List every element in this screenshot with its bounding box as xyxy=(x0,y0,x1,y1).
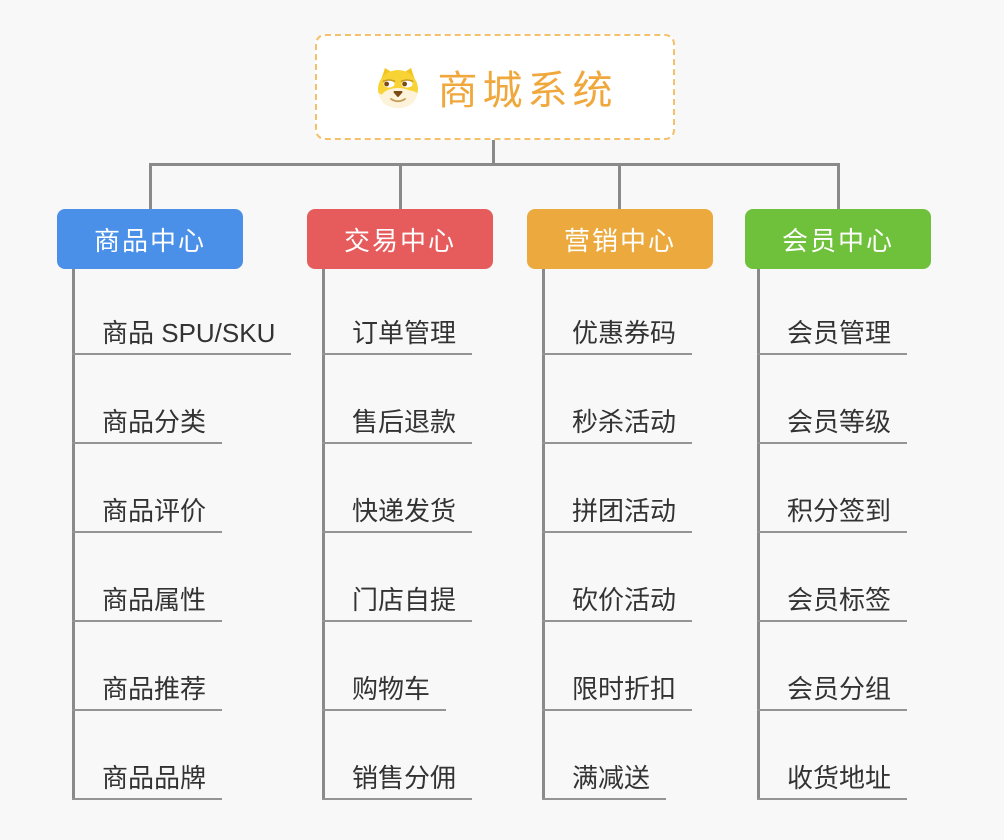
branch-node-members[interactable]: 会员中心 xyxy=(745,209,931,269)
leaf-node[interactable]: 会员管理 xyxy=(757,318,908,355)
branch-node-marketing[interactable]: 营销中心 xyxy=(527,209,713,269)
leaf-node[interactable]: 拼团活动 xyxy=(542,496,693,533)
leaf-node[interactable]: 限时折扣 xyxy=(542,674,693,711)
leaf-node[interactable]: 会员分组 xyxy=(757,674,908,711)
connector-root-stem xyxy=(492,140,495,166)
leaf-node[interactable]: 砍价活动 xyxy=(542,585,693,622)
connector-column-spine-1 xyxy=(72,269,75,800)
leaf-node[interactable]: 满减送 xyxy=(542,763,667,800)
dog-face-icon xyxy=(373,65,423,109)
leaf-node[interactable]: 收货地址 xyxy=(757,763,908,800)
connector-branch-rail xyxy=(149,163,840,166)
leaf-node[interactable]: 销售分佣 xyxy=(322,763,473,800)
leaf-node[interactable]: 商品评价 xyxy=(72,496,223,533)
connector-branch-drop-4 xyxy=(837,163,840,209)
connector-branch-drop-1 xyxy=(149,163,152,209)
leaf-node[interactable]: 快递发货 xyxy=(322,496,473,533)
connector-branch-drop-2 xyxy=(399,163,402,209)
leaf-node[interactable]: 商品分类 xyxy=(72,407,223,444)
leaf-node[interactable]: 会员等级 xyxy=(757,407,908,444)
connector-column-spine-4 xyxy=(757,269,760,800)
connector-branch-drop-3 xyxy=(618,163,621,209)
leaf-node[interactable]: 秒杀活动 xyxy=(542,407,693,444)
leaf-node[interactable]: 门店自提 xyxy=(322,585,473,622)
branch-node-trade[interactable]: 交易中心 xyxy=(307,209,493,269)
connector-column-spine-2 xyxy=(322,269,325,800)
leaf-node[interactable]: 优惠券码 xyxy=(542,318,693,355)
leaf-node[interactable]: 商品品牌 xyxy=(72,763,223,800)
leaf-node[interactable]: 商品 SPU/SKU xyxy=(72,318,292,355)
branch-node-products[interactable]: 商品中心 xyxy=(57,209,243,269)
root-title: 商城系统 xyxy=(437,69,618,113)
leaf-node[interactable]: 购物车 xyxy=(322,674,447,711)
leaf-node[interactable]: 商品属性 xyxy=(72,585,223,622)
connector-column-spine-3 xyxy=(542,269,545,800)
root-node[interactable]: 商城系统 xyxy=(315,34,675,140)
leaf-node[interactable]: 订单管理 xyxy=(322,318,473,355)
leaf-node[interactable]: 会员标签 xyxy=(757,585,908,622)
leaf-node[interactable]: 售后退款 xyxy=(322,407,473,444)
leaf-node[interactable]: 积分签到 xyxy=(757,496,908,533)
leaf-node[interactable]: 商品推荐 xyxy=(72,674,223,711)
